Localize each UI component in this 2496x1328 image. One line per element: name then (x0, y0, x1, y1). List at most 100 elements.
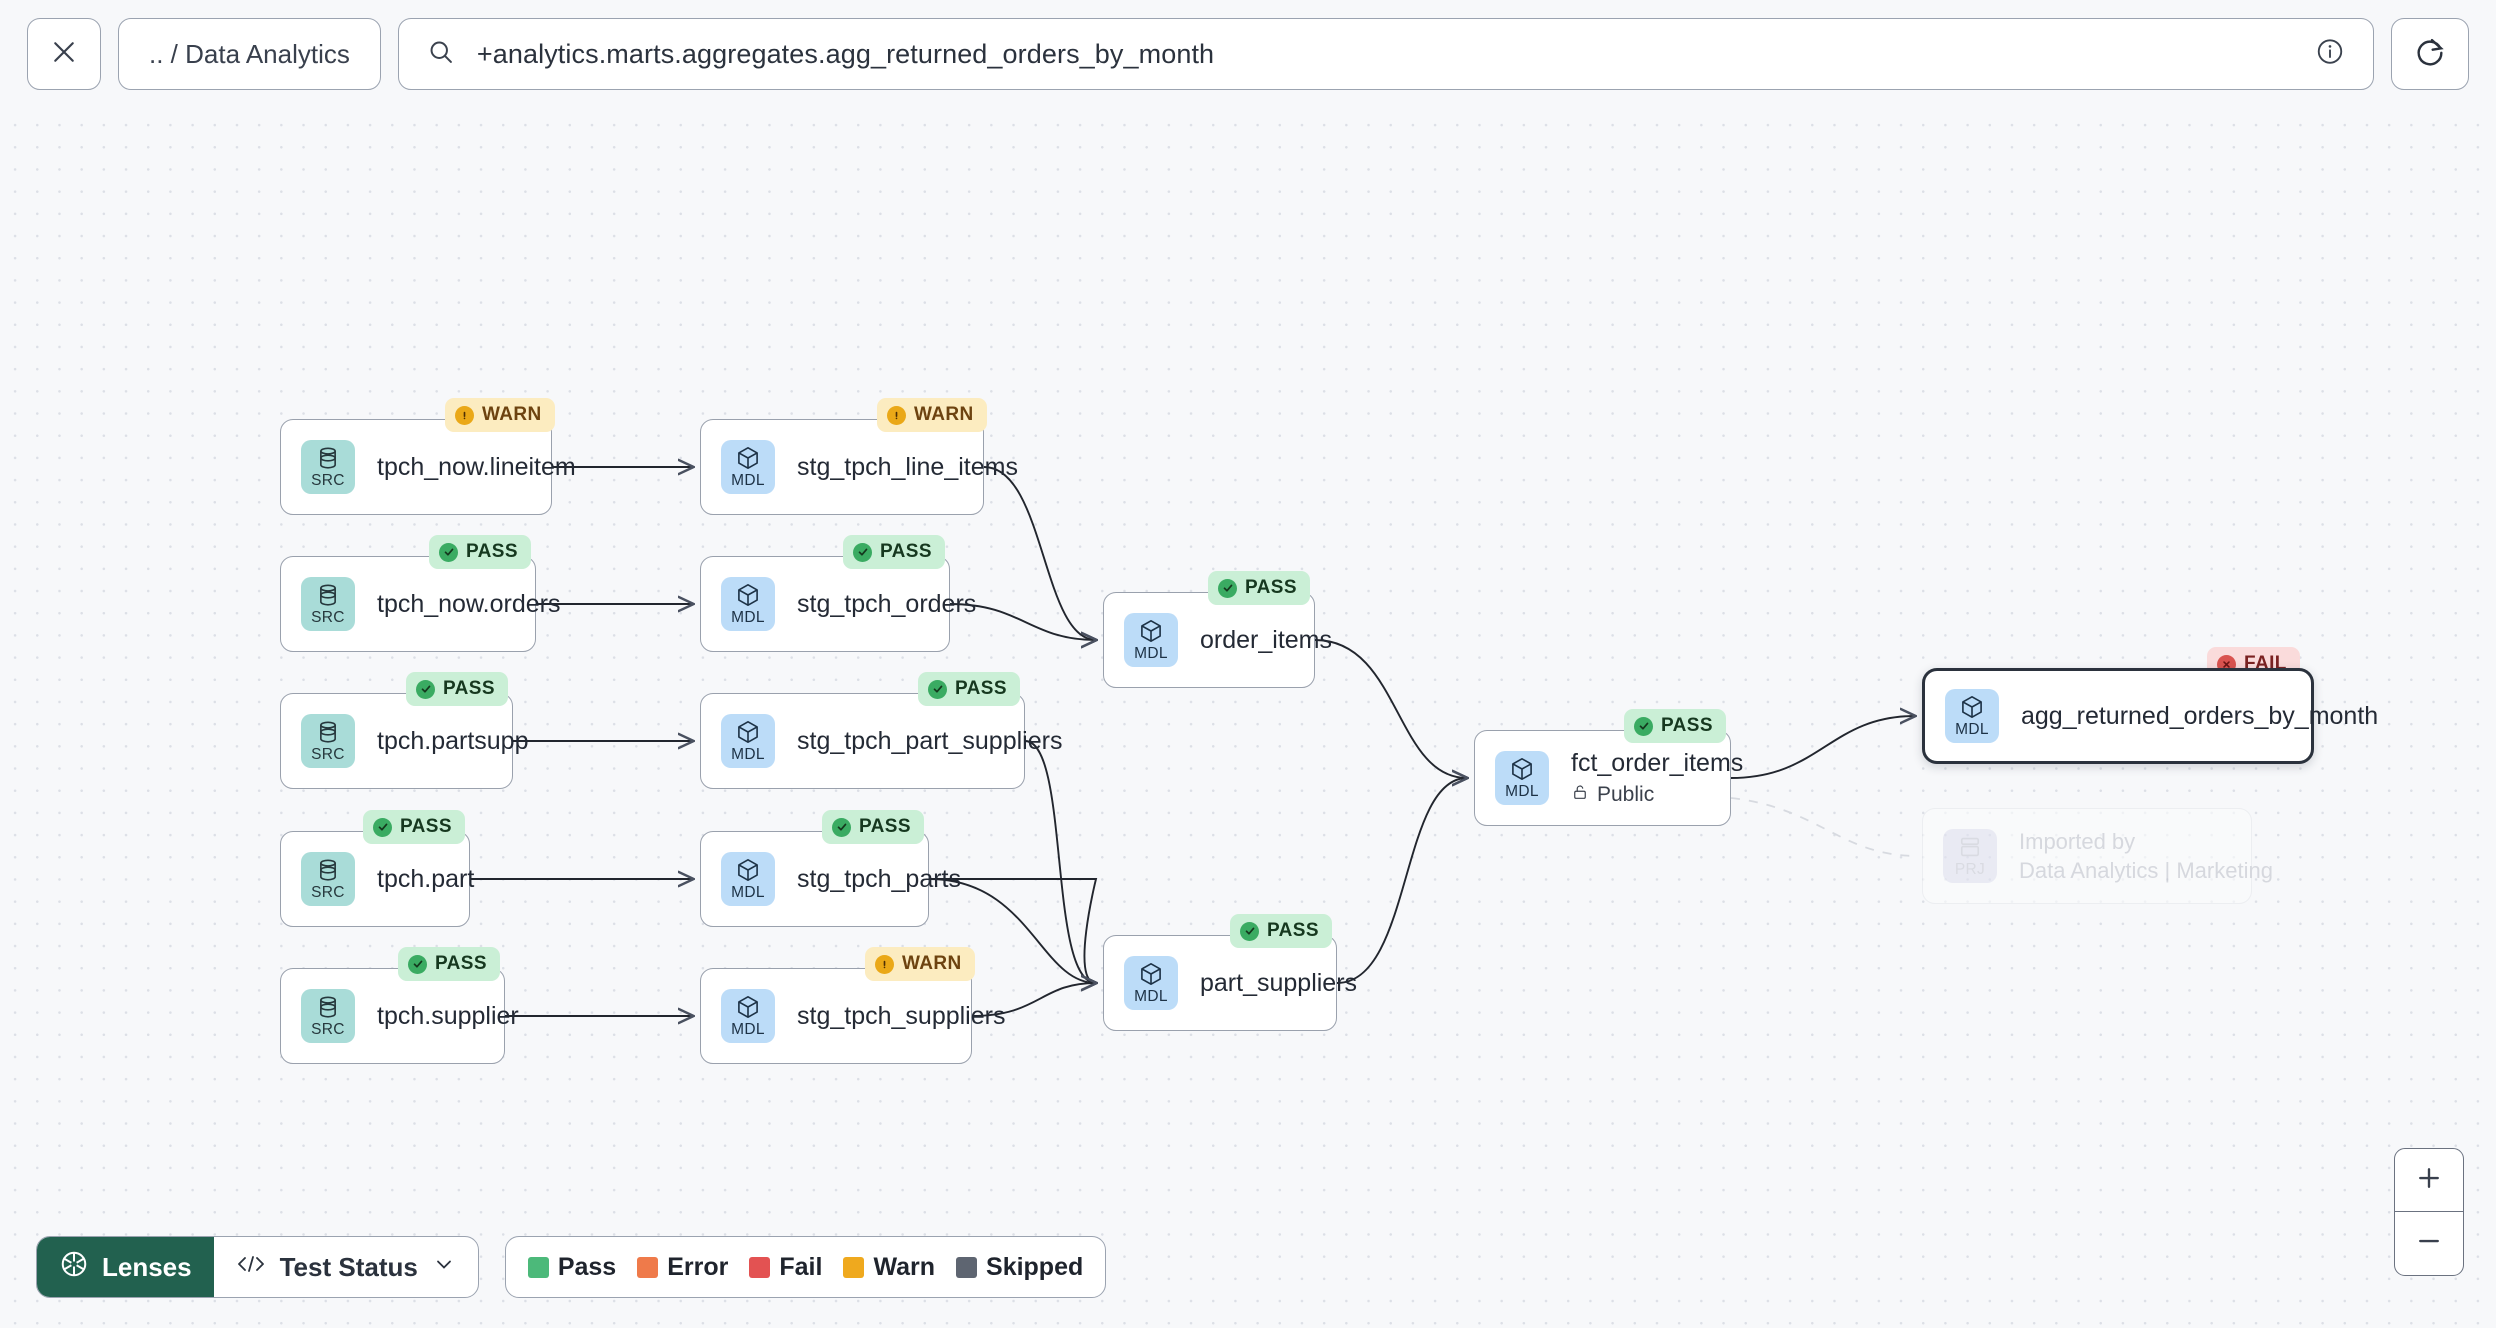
legend-item-skipped[interactable]: Skipped (956, 1253, 1083, 1282)
legend-item-warn[interactable]: Warn (843, 1253, 935, 1282)
graph-node-imported-by[interactable]: PRJ Imported by Data Analytics | Marketing (1922, 808, 2273, 904)
status-dot-icon (832, 817, 851, 837)
status-dot-icon (875, 954, 894, 974)
breadcrumb[interactable]: .. / Data Analytics (118, 18, 381, 90)
legend-label: Fail (779, 1252, 823, 1281)
node-title: fct_order_items (1571, 749, 1744, 778)
legend-item-pass[interactable]: Pass (527, 1252, 617, 1282)
lenses-group: Lenses Test Status (36, 1236, 479, 1298)
node-text: stg_tpch_line_items (797, 453, 1018, 482)
legend-swatch (749, 1256, 771, 1278)
bottom-toolbar: Lenses Test Status Pass Error Fail Warn Skip… (36, 1236, 1107, 1298)
zoom-out-button[interactable] (2395, 1212, 2463, 1275)
status-badge-label: PASS (1661, 715, 1713, 736)
minus-icon (2414, 1226, 2444, 1261)
node-title: stg_tpch_line_items (797, 452, 1018, 481)
node-kind-icon-src: SRC (301, 577, 355, 631)
status-dot-icon (1218, 578, 1237, 598)
node-title: stg_tpch_part_suppliers (797, 726, 1063, 755)
breadcrumb-label: .. / Data Analytics (149, 38, 350, 69)
node-text: tpch_now.orders (377, 590, 560, 619)
legend-item-fail[interactable]: Fail (749, 1253, 822, 1282)
status-badge-label: WARN (914, 404, 974, 425)
status-badge-label: PASS (955, 678, 1007, 699)
close-button[interactable] (27, 18, 101, 90)
node-kind-icon-prj: PRJ (1943, 829, 1997, 883)
graph-node-stg_partsup[interactable]: MDL stg_tpch_part_suppliers (700, 693, 1062, 789)
legend-item-error[interactable]: Error (637, 1253, 728, 1282)
edge-layer (470, 108, 1919, 1328)
legend-label: Pass (557, 1252, 617, 1281)
node-title: agg_returned_orders_by_month (2021, 701, 2379, 730)
node-title: order_items (1200, 625, 1332, 654)
status-badge-warn: WARN (445, 398, 555, 432)
node-title: stg_tpch_suppliers (797, 1001, 1006, 1030)
node-title: stg_tpch_parts (797, 864, 961, 893)
refresh-button[interactable] (2391, 18, 2469, 90)
status-badge-label: PASS (443, 678, 495, 699)
status-badge-pass: PASS (398, 947, 500, 981)
graph-node-src_lineitem[interactable]: SRC tpch_now.lineitem (280, 419, 576, 515)
status-legend: Pass Error Fail Warn Skipped (504, 1236, 1107, 1298)
status-badge-label: PASS (400, 816, 452, 837)
zoom-in-button[interactable] (2395, 1149, 2463, 1212)
ghost-edge (1730, 797, 1919, 857)
status-badge-pass: PASS (1208, 571, 1310, 605)
node-text: part_suppliers (1200, 969, 1357, 998)
node-kind-icon-src: SRC (301, 440, 355, 494)
status-badge-pass: PASS (822, 810, 924, 844)
node-title: tpch.supplier (377, 1001, 519, 1030)
graph-node-src_supplier[interactable]: SRC tpch.supplier (280, 968, 519, 1064)
status-dot-icon (1240, 921, 1259, 941)
imported-by-project: Data Analytics | Marketing (2019, 858, 2273, 883)
imported-by-label: Imported by (2019, 828, 2136, 854)
node-kind-icon-src: SRC (301, 989, 355, 1043)
node-kind-icon-mdl: MDL (721, 440, 775, 494)
test-status-dropdown[interactable]: Test Status (214, 1237, 478, 1297)
node-text: tpch.part (377, 865, 474, 894)
search-field[interactable]: +analytics.marts.aggregates.agg_returned… (397, 18, 2374, 90)
graph-node-src_orders[interactable]: SRC tpch_now.orders (280, 556, 560, 652)
graph-node-src_partsupp[interactable]: SRC tpch.partsupp (280, 693, 529, 789)
node-title: stg_tpch_orders (797, 589, 977, 618)
status-dot-icon (439, 542, 458, 562)
legend-label: Warn (873, 1252, 936, 1281)
node-title: tpch.partsupp (377, 726, 529, 755)
status-badge-pass: PASS (918, 672, 1020, 706)
node-visibility-label: Public (1597, 782, 1655, 806)
node-title: tpch_now.lineitem (377, 452, 576, 481)
status-badge-label: PASS (859, 816, 911, 837)
search-icon (427, 38, 455, 71)
chevron-down-icon (432, 1252, 456, 1283)
lenses-button[interactable]: Lenses (37, 1237, 214, 1297)
status-badge-label: PASS (1267, 920, 1319, 941)
status-badge-pass: PASS (429, 535, 531, 569)
graph-node-stg_line[interactable]: MDL stg_tpch_line_items (700, 419, 1018, 515)
status-badge-label: WARN (902, 953, 962, 974)
node-kind-icon-mdl: MDL (721, 714, 775, 768)
search-input[interactable]: +analytics.marts.aggregates.agg_returned… (476, 38, 1215, 69)
node-text: stg_tpch_part_suppliers (797, 727, 1062, 756)
aperture-icon (59, 1249, 89, 1286)
info-icon[interactable] (2315, 37, 2345, 72)
node-title: part_suppliers (1200, 968, 1358, 997)
node-title: tpch.part (377, 864, 475, 893)
node-kind-icon-mdl: MDL (721, 852, 775, 906)
legend-label: Skipped (986, 1252, 1084, 1281)
close-icon (49, 37, 79, 72)
legend-swatch (956, 1256, 978, 1278)
node-kind-icon-src: SRC (301, 714, 355, 768)
legend-label: Error (667, 1252, 729, 1281)
graph-node-stg_parts[interactable]: MDL stg_tpch_parts (700, 831, 961, 927)
node-visibility: Public (1571, 783, 1743, 807)
node-text: tpch.partsupp (377, 727, 529, 756)
status-dot-icon (887, 405, 906, 425)
